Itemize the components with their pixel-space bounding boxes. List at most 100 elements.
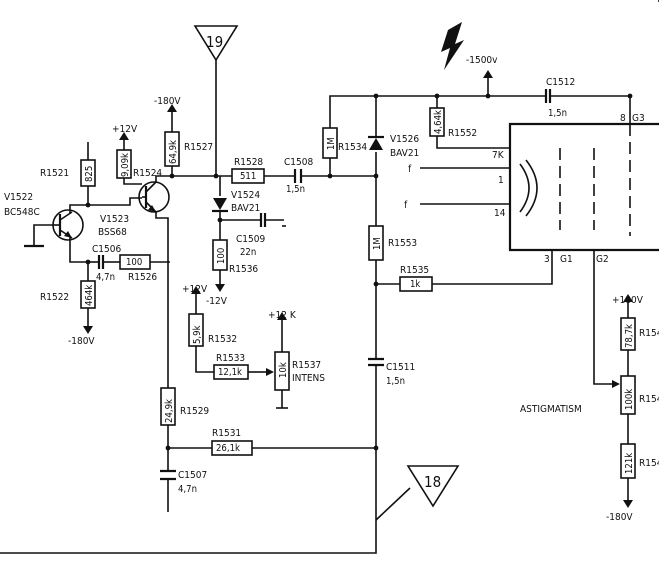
- supply-neg180-a-label: -180V: [154, 96, 181, 107]
- r1533-ref: R1533: [216, 353, 245, 364]
- resistor-r1531: 26,1k R1531: [211, 428, 253, 456]
- r1524-value: 9,09k: [120, 153, 131, 177]
- r154b-value: 100k: [624, 389, 635, 410]
- capacitor-c1512: C1512 1,5n: [544, 77, 575, 119]
- supply-neg180-b-label: -180V: [68, 336, 95, 347]
- r1536-ref: R1536: [229, 264, 258, 275]
- resistor-r1552: 4,64k R1552: [429, 107, 477, 139]
- supply-neg180-a: -180V: [154, 96, 181, 112]
- connector-19: 19: [193, 25, 239, 62]
- r1531-ref: R1531: [212, 428, 241, 439]
- r154c-ref: R154: [639, 458, 659, 469]
- r1526-ref: R1526: [128, 272, 157, 283]
- crt-g2-label: G2: [596, 254, 609, 265]
- r1522-ref: R1522: [40, 292, 69, 303]
- v1524-type: BAV21: [231, 203, 260, 214]
- v1523-ref: V1523: [100, 214, 129, 225]
- supply-minus12-label: -12V: [206, 296, 228, 307]
- r154a-value: 78,7k: [624, 324, 635, 348]
- r1537-ref: R1537: [292, 360, 321, 371]
- c1509-value: 22n: [240, 247, 256, 258]
- crt-pin-f2: 14: [494, 208, 506, 219]
- r1537-function: INTENS: [292, 373, 325, 384]
- r1537-value: 10k: [278, 362, 289, 378]
- v1523-type: BSS68: [98, 227, 127, 238]
- supply-plus180-label: +180V: [612, 295, 644, 306]
- high-voltage-bolt-icon: [441, 22, 464, 70]
- c1508-ref: C1508: [284, 157, 313, 168]
- r1552-ref: R1552: [448, 128, 477, 139]
- v1526-ref: V1526: [390, 134, 419, 145]
- r1529-ref: R1529: [180, 406, 209, 417]
- resistor-r1535: 1k R1535: [399, 265, 433, 292]
- r1522-value: 464k: [84, 285, 95, 306]
- supply-neg180-c-label: -180V: [606, 512, 633, 523]
- r1534-value: 1M: [326, 137, 337, 150]
- v1522-ref: V1522: [4, 192, 33, 203]
- capacitor-c1508: C1508 1,5n: [284, 157, 313, 195]
- r1529-value: 24,9k: [164, 399, 175, 423]
- r1535-ref: R1535: [400, 265, 429, 276]
- c1507-ref: C1507: [178, 470, 207, 481]
- resistor-r1537: 10k R1537 INTENS: [264, 351, 325, 391]
- c1509-ref: C1509: [236, 234, 265, 245]
- resistor-r1521: 825 R1521: [40, 159, 96, 187]
- resistor-r1522: 464k R1522: [40, 280, 96, 309]
- c1512-ref: C1512: [546, 77, 575, 88]
- r1527-value: 64,9k: [168, 140, 179, 164]
- resistor-r154c: 121k R154: [620, 443, 659, 479]
- crt-tube: 7K 1 14 f f 3 G1 G2 8 G3: [404, 113, 659, 265]
- c1506-value: 4,7n: [96, 272, 115, 283]
- wires: [0, 60, 631, 554]
- r1532-ref: R1532: [208, 334, 237, 345]
- r154b-ref: R154: [639, 394, 659, 405]
- r154a-ref: R154: [639, 328, 659, 339]
- resistor-r1527: 64,9k R1527: [164, 131, 213, 167]
- transistor-v1522: V1522 BC548C: [4, 192, 84, 241]
- capacitor-c1511: C1511 1,5n: [368, 357, 415, 387]
- resistor-r1553: 1M R1553: [368, 225, 417, 261]
- r1553-ref: R1553: [388, 238, 417, 249]
- connector-18-label: 18: [424, 473, 441, 491]
- diode-v1524: V1524 BAV21: [212, 190, 260, 214]
- resistor-r1524: 9,09k R1524: [116, 149, 162, 179]
- capacitor-c1507: C1507 4,7n: [160, 469, 207, 495]
- resistor-r1533: 12,1k R1533: [213, 353, 249, 380]
- r1528-ref: R1528: [234, 157, 263, 168]
- supply-neg1500: -1500v: [441, 22, 498, 78]
- diode-v1526: V1526 BAV21: [368, 134, 419, 159]
- junctions: [85, 93, 633, 451]
- supply-neg180-c: -180V: [606, 500, 633, 523]
- resistor-r1532: 5,9k R1532: [188, 313, 237, 347]
- connector-18: 18: [375, 465, 460, 521]
- crt-pin-k: 7K: [492, 150, 505, 161]
- crt-label-f1: f: [408, 164, 412, 175]
- supply-plus12-b: +12V: [182, 284, 208, 295]
- capacitor-c1509: C1509 22n: [236, 213, 267, 258]
- connector-19-label: 19: [206, 33, 223, 51]
- v1522-type: BC548C: [4, 207, 40, 218]
- c1507-value: 4,7n: [178, 484, 197, 495]
- v1524-ref: V1524: [231, 190, 260, 201]
- transistor-v1523: V1523 BSS68: [98, 181, 170, 238]
- r1531-value: 26,1k: [216, 443, 240, 454]
- crt-label-f2: f: [404, 200, 408, 211]
- crt-pin-g3: 8: [620, 113, 626, 124]
- supply-plus12-a: +12V: [112, 124, 138, 140]
- supply-minus12: -12V: [206, 284, 228, 307]
- resistor-r154b: 100k R154 ASTIGMATISM: [520, 375, 659, 415]
- supply-plus12-c: +12 K: [268, 310, 297, 409]
- resistor-r1526: 100 R1526: [119, 254, 157, 283]
- r1536-value: 100: [216, 248, 227, 264]
- c1512-value: 1,5n: [548, 108, 567, 119]
- crt-g3-label: G3: [632, 113, 645, 124]
- resistor-r1536: 100 R1536: [212, 239, 258, 275]
- resistor-r1528: 511 R1528: [231, 157, 265, 184]
- r1533-value: 12,1k: [218, 367, 242, 378]
- r154b-function: ASTIGMATISM: [520, 404, 582, 415]
- r1532-value: 5,9k: [192, 325, 203, 344]
- c1506-ref: C1506: [92, 244, 121, 255]
- r1521-value: 825: [84, 166, 95, 182]
- r1535-value: 1k: [410, 279, 420, 290]
